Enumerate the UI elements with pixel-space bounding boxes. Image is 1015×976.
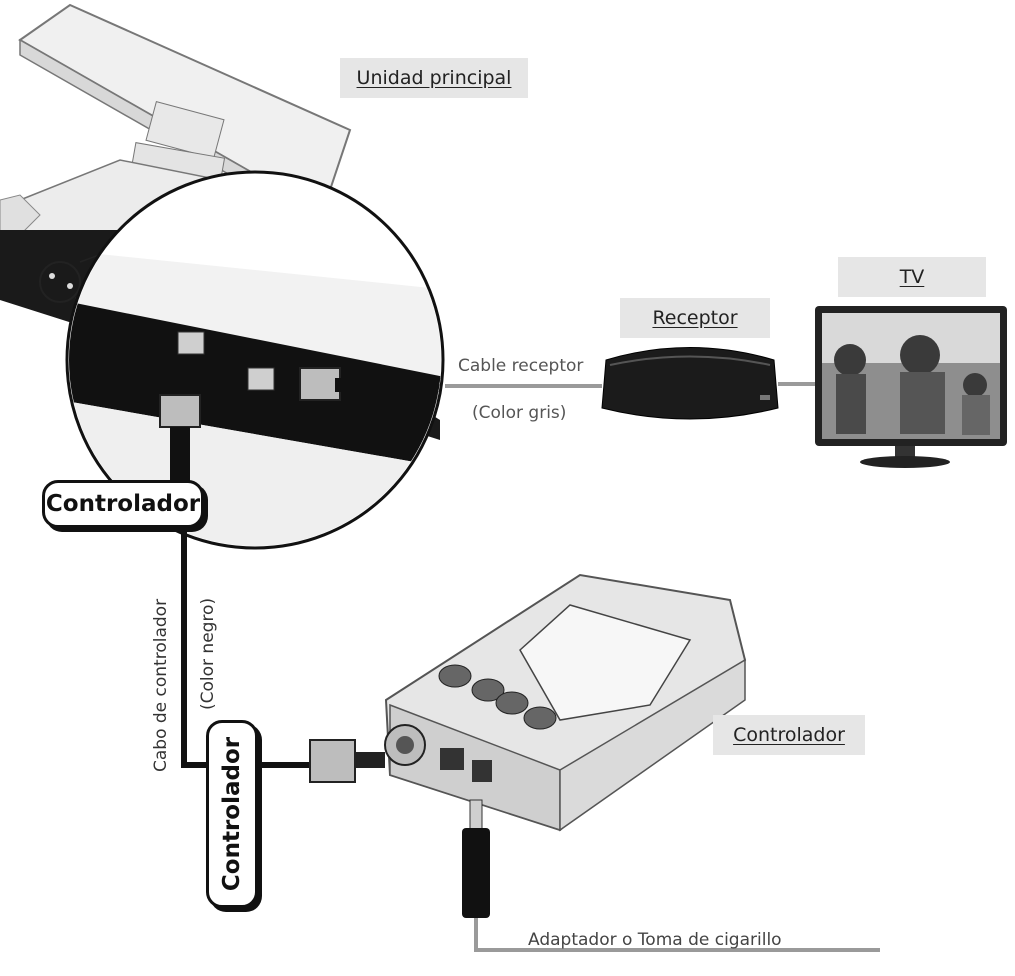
receiver-label: Receptor [620,298,770,338]
tv-illustration [815,306,1007,468]
main-unit-label: Unidad principal [340,58,528,98]
receiver-cable-color: (Color gris) [472,403,567,423]
power-cable [474,910,880,952]
receiver-cable-label: Cable receptor [458,356,584,376]
controller-badge-top: Controlador [42,480,204,528]
power-cable-label: Adaptador o Toma de cigarillo [528,930,782,950]
controller-cable [181,520,310,768]
controller-label: Controlador [713,715,865,755]
controller-illustration [309,573,747,918]
controller-badge-bottom: Controlador [206,720,258,908]
tv-label: TV [838,257,986,297]
controller-badge-bottom-text: Controlador [219,736,245,892]
receiver-illustration [601,347,779,420]
controller-cable-color: (Color negro) [198,597,218,710]
controller-cable-label: Cabo de controlador [151,598,171,772]
